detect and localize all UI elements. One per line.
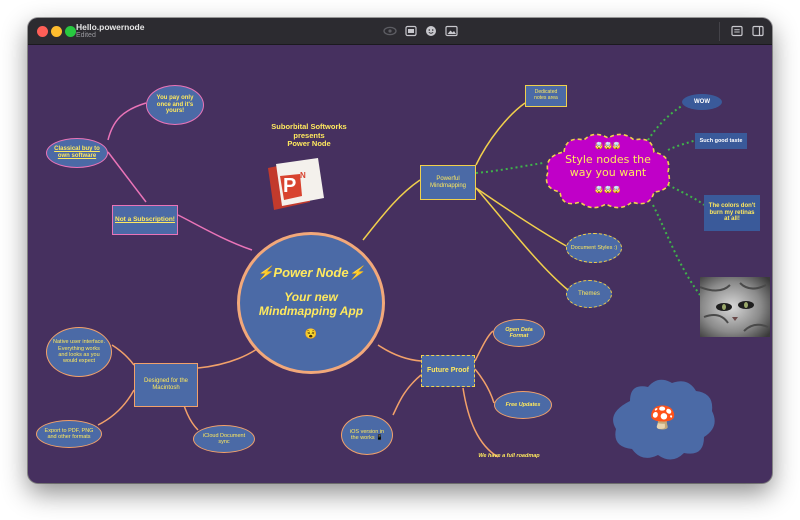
image-icon[interactable] — [445, 25, 458, 40]
emoji-icon[interactable] — [425, 25, 437, 40]
cat-photo-image[interactable] — [700, 277, 770, 337]
central-node[interactable]: ⚡Power Node⚡ Your new Mindmapping App 😵 — [237, 232, 385, 374]
document-icon[interactable] — [731, 25, 743, 40]
credits-text: Suborbital Softworks presents Power Node — [249, 119, 369, 153]
mushroom-cloud-node[interactable]: 🍄 — [608, 375, 718, 463]
node-powerful[interactable]: Powerful Mindmapping — [420, 165, 476, 200]
style-emoji-bottom: 🤯🤯🤯 — [594, 187, 622, 194]
sidebar-toggle-icon[interactable] — [405, 25, 417, 40]
close-window-button[interactable] — [37, 26, 48, 37]
toolbar-divider — [719, 22, 720, 41]
central-subtitle-2: Mindmapping App — [258, 303, 364, 318]
node-icloud[interactable]: iCloud Document sync — [193, 425, 255, 453]
node-roadmap[interactable]: We have a full roadmap — [478, 452, 540, 459]
style-nodes-text: Style nodes the way you want — [565, 153, 651, 179]
node-colors-retinas[interactable]: The colors don't burn my retinas at all! — [704, 195, 760, 231]
node-future-proof[interactable]: Future Proof — [421, 355, 475, 387]
node-classical-buy[interactable]: Classical buy to own software — [46, 138, 108, 168]
node-export-pdf[interactable]: Export to PDF, PNG and other formats — [36, 420, 102, 448]
credits-line-3: Power Node — [287, 139, 331, 149]
node-not-subscription[interactable]: Not a Subscription! — [112, 205, 178, 235]
node-themes[interactable]: Themes — [566, 280, 612, 308]
title-bar: Hello.powernode Edited — [28, 18, 772, 45]
node-good-taste[interactable]: Such good taste — [695, 133, 747, 149]
node-ios-version[interactable]: iOS version in the works 📱 — [341, 415, 393, 455]
dizzy-emoji-icon: 😵 — [304, 328, 318, 340]
minimize-window-button[interactable] — [51, 26, 62, 37]
credits-line-1: Suborbital Softworks — [271, 122, 347, 132]
inspector-icon[interactable] — [752, 25, 764, 40]
logo-superscript: N — [300, 171, 306, 180]
node-doc-styles[interactable]: Document Styles :) — [566, 233, 622, 263]
node-style-nodes[interactable]: 🤯🤯🤯 Style nodes the way you want 🤯🤯🤯 — [540, 130, 676, 210]
node-dedicated-notes[interactable]: Dedicated notes area — [525, 85, 567, 107]
node-open-data[interactable]: Open Data Format — [493, 319, 545, 347]
zoom-window-button[interactable] — [65, 26, 76, 37]
credits-line-2: presents — [293, 130, 325, 140]
mindmap-canvas[interactable]: ⚡Power Node⚡ Your new Mindmapping App 😵 … — [28, 45, 772, 483]
connectors — [97, 102, 705, 458]
node-pay-once[interactable]: You pay only once and it's yours! — [146, 85, 204, 125]
app-window: Hello.powernode Edited — [28, 18, 772, 483]
document-title: Hello.powernode — [76, 22, 145, 32]
logo-letter: P — [283, 175, 297, 197]
central-title: ⚡Power Node⚡ — [257, 264, 365, 280]
mushroom-icon: 🍄 — [649, 405, 677, 430]
document-status: Edited — [76, 32, 96, 39]
central-subtitle-1: Your new — [284, 289, 338, 304]
node-native-ui[interactable]: Native user interface. Everything works … — [46, 327, 112, 377]
node-free-updates[interactable]: Free Updates — [494, 391, 552, 419]
node-wow[interactable]: WOW — [682, 94, 722, 110]
power-node-logo-icon: P N — [266, 158, 326, 212]
eye-icon[interactable] — [383, 25, 397, 40]
style-emoji-top: 🤯🤯🤯 — [594, 143, 622, 150]
node-designed-mac[interactable]: Designed for the Macintosh — [134, 363, 198, 407]
